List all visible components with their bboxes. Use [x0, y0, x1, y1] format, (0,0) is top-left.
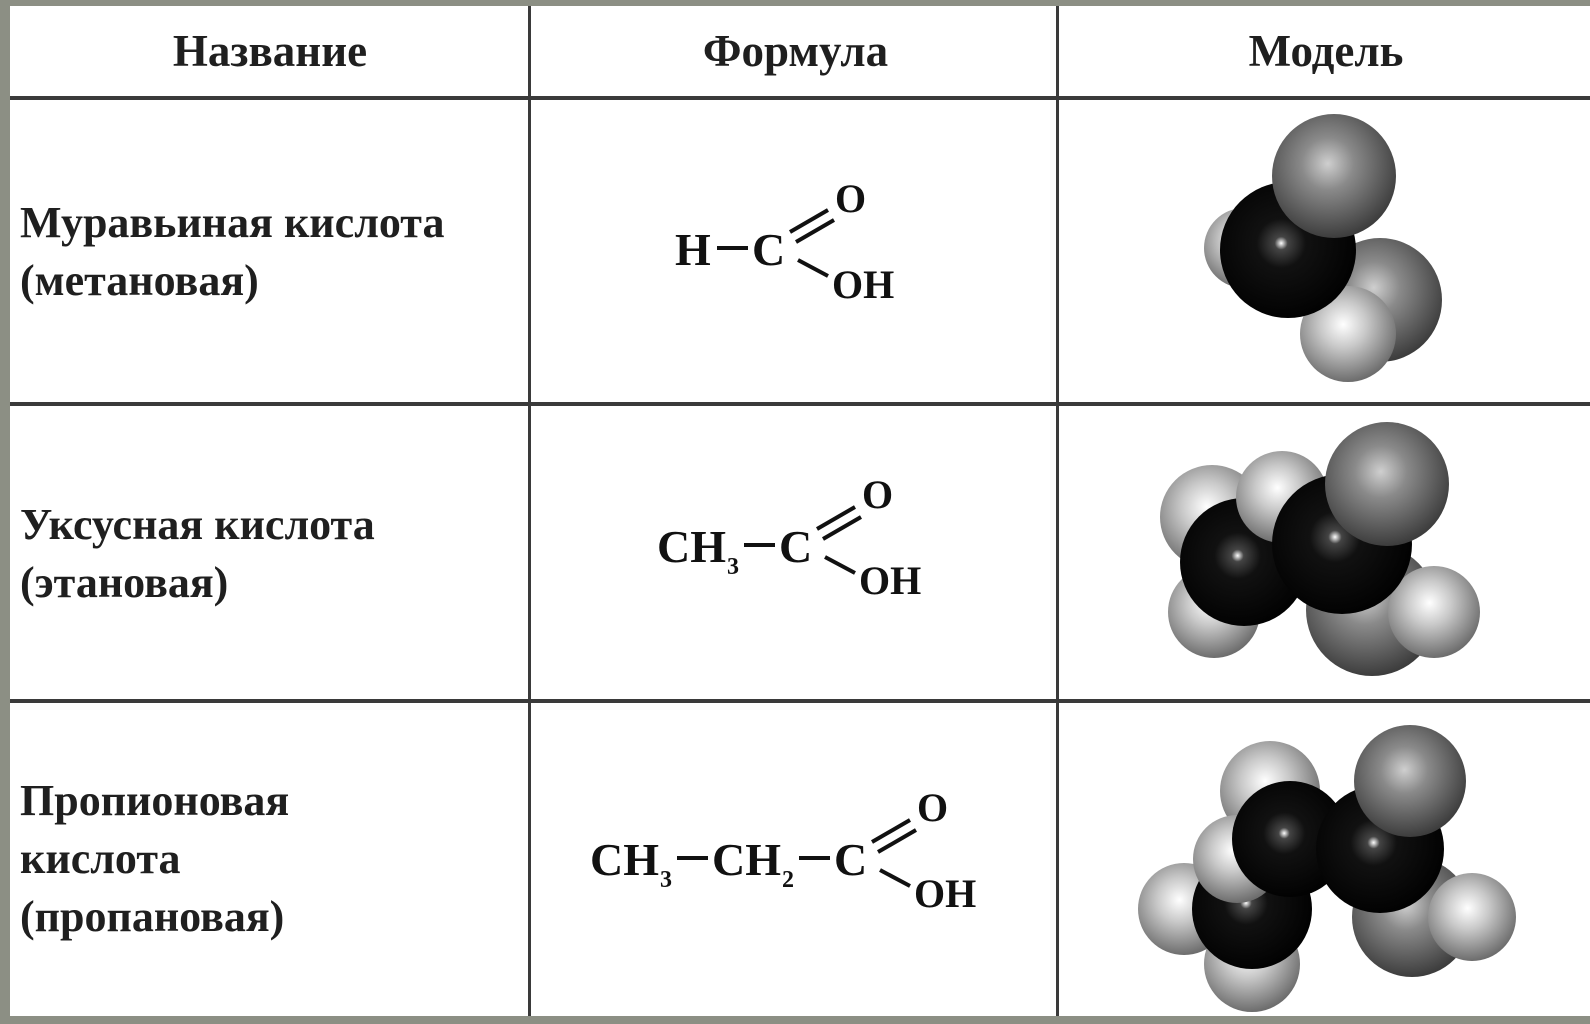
table-row-name: Муравьиная кислота (метановая)	[20, 194, 525, 310]
formula-acid-carbon: C	[779, 521, 812, 572]
formula-oxygen: O	[917, 785, 948, 830]
formula-acetic: CH 3 C O OH	[532, 402, 1059, 699]
acid-name-line: Уксусная кислота	[20, 500, 375, 549]
formula-subscript: 3	[660, 867, 672, 893]
grid-line-row-1	[10, 402, 1590, 406]
formula-subscript: 2	[782, 867, 794, 893]
grid-line-row-2	[10, 699, 1590, 703]
acid-name-line: (этановая)	[20, 558, 229, 607]
acid-name-line: кислота	[20, 834, 181, 883]
model-acetic	[1062, 402, 1590, 704]
acid-name-line: Пропионовая	[20, 776, 290, 825]
acid-name-line: (метановая)	[20, 256, 259, 305]
header-formula: Формула	[702, 26, 889, 76]
model-propionic	[1062, 699, 1590, 1016]
formula-propionic: CH 3 CH 2 C O OH	[532, 699, 1059, 1016]
formula-oxygen: O	[835, 176, 866, 221]
formula-subscript: 3	[727, 554, 739, 580]
header-model: Модель	[1248, 26, 1404, 76]
formula-acid-carbon: C	[752, 224, 785, 275]
formula-chain-group: CH	[712, 834, 781, 885]
formula-oxygen: O	[862, 472, 893, 517]
model-formic	[1062, 100, 1590, 405]
formula-hydroxyl: OH	[832, 262, 894, 307]
molecule-model-image	[1160, 422, 1480, 676]
grid-line-header	[10, 96, 1590, 100]
formula-acid-carbon: C	[834, 834, 867, 885]
grid-line-col-1	[528, 6, 531, 1016]
molecule-model-image	[1138, 725, 1516, 1012]
table-row-name: Пропионовая кислота (пропановая)	[20, 772, 525, 946]
formula-chain-atom: H	[675, 224, 711, 275]
acid-name-line: Муравьиная кислота	[20, 198, 445, 247]
formula-hydroxyl: OH	[914, 871, 976, 916]
formula-formic: H C O OH	[532, 100, 1059, 400]
formula-hydroxyl: OH	[859, 558, 921, 603]
acids-table: Название Формула Модель Муравьиная кисло…	[10, 6, 1590, 1016]
formula-chain-group: CH	[590, 834, 659, 885]
grid-line-col-2	[1056, 6, 1059, 1016]
molecule-model-image	[1204, 114, 1442, 382]
acid-name-line: (пропановая)	[20, 892, 285, 941]
header-name: Название	[172, 26, 368, 76]
table-row-name: Уксусная кислота (этановая)	[20, 496, 525, 612]
formula-chain-group: CH	[657, 521, 726, 572]
